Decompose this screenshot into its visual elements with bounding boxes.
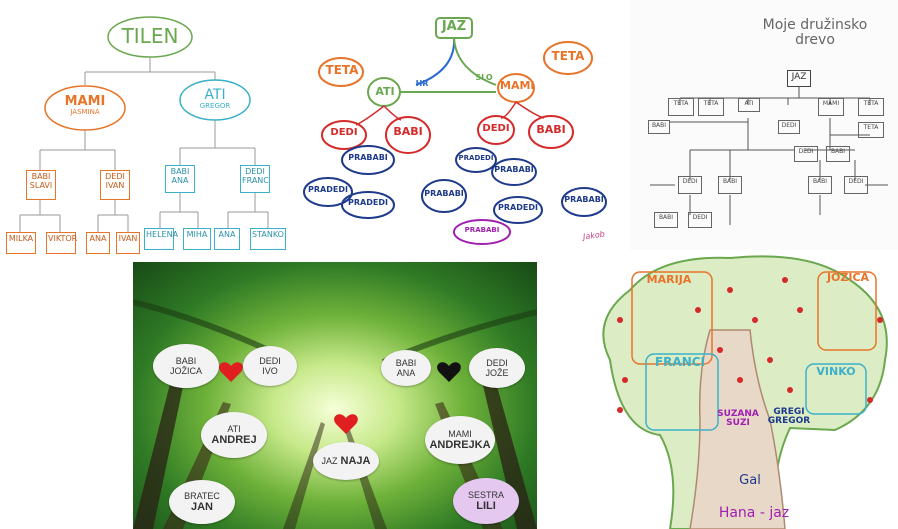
person-box: BABI <box>654 212 678 228</box>
heart-icon <box>437 362 461 382</box>
person-box: TETA <box>668 98 694 116</box>
person-box: BABI <box>718 176 742 194</box>
great-grandfather-label: PRADEDI <box>308 185 348 194</box>
great-grandparent-box: MIHA <box>183 228 211 250</box>
hr-label: HR <box>415 79 429 88</box>
gal-label: Gal <box>739 473 761 488</box>
franci-label: FRANCI <box>654 355 706 369</box>
person-box: TETA <box>698 98 724 116</box>
great-grandparent-box: MILKA <box>6 232 36 254</box>
great-grandfather-label: PRADEDI <box>348 198 388 207</box>
person-box: BABI <box>826 146 850 162</box>
great-grandfather-label: PRADEDI <box>498 203 538 212</box>
root-label: TILEN <box>121 24 179 48</box>
grandfather-label: DEDI <box>330 127 358 138</box>
root-box: JAZ <box>787 70 811 87</box>
title: Moje družinsko drevo <box>762 17 868 48</box>
panel-moje-druzinsko-drevo: Moje družinsko drevo JAZ TETA TETA ATI M… <box>630 0 898 250</box>
root-label: JAZ <box>441 19 467 34</box>
person-box: DEDI <box>688 212 712 228</box>
father-label: ATI <box>375 85 395 98</box>
great-grandparent-box: HELENA <box>144 228 178 250</box>
father-label: ATI GREGOR <box>199 87 231 110</box>
person-box: TETA <box>858 98 884 116</box>
mother-label: MAMI <box>500 79 535 92</box>
great-grandmother-label: PRABABI <box>564 195 604 204</box>
grandmother-label: BABI <box>536 123 566 136</box>
person-box: MAMI <box>818 98 844 116</box>
slo-label: SLO <box>475 73 493 82</box>
grandmother-label: BABI <box>393 125 423 138</box>
gregi-label: GREGI GREGOR <box>767 407 811 427</box>
panel-cherry-tree: MARIJA JOŽICA FRANCI VINKO SUZANA SUZI G… <box>580 250 898 529</box>
great-grandparent-box: STANKO <box>250 228 286 250</box>
great-grandmother-label: PRABABI <box>348 153 388 162</box>
great-grandparent-box: IVAN <box>116 232 140 254</box>
suzana-label: SUZANA SUZI <box>717 409 759 429</box>
great-grandfather-label: PRADEDI <box>458 154 494 162</box>
person-box: DEDI <box>678 176 702 194</box>
great-grandparent-box: ANA <box>214 228 240 250</box>
heart-icon <box>334 414 358 434</box>
great-grandmother-label: PRABABI <box>494 165 534 174</box>
heart-icon <box>219 362 243 382</box>
great-grandparent-box: VIKTOR <box>46 232 77 254</box>
aunt-label: TETA <box>551 49 585 63</box>
hana-label: Hana - jaz <box>718 505 790 521</box>
person-box: DEDI <box>794 146 818 162</box>
marija-label: MARIJA <box>646 273 692 286</box>
jozica-label: JOŽICA <box>826 271 870 284</box>
person-box: BABI <box>808 176 832 194</box>
panel-jaz-tree: JAZ TETA ATI HR SLO MAMI TETA DEDI BABI … <box>296 0 614 262</box>
great-grandmother-label: PRABABI <box>424 189 464 198</box>
person-box: ATI <box>738 98 760 112</box>
vinko-label: VINKO <box>816 365 856 378</box>
person-box: BABI <box>648 120 670 134</box>
person-box: DEDI <box>778 120 800 134</box>
great-grandmother-label: PRABABI <box>464 226 500 234</box>
tilen-tree-lines <box>19 16 269 232</box>
person-box: DEDI <box>844 176 868 194</box>
mother-label: MAMI JASMINA <box>64 94 106 116</box>
jaz-tree-lines <box>303 17 607 245</box>
grandfather-label: DEDI <box>482 123 510 134</box>
great-grandparent-box: ANA <box>86 232 110 254</box>
person-box: TETA <box>858 122 884 138</box>
aunt-label: TETA <box>325 63 359 77</box>
cherry-tree-drawing <box>602 255 888 529</box>
cherries <box>617 277 883 413</box>
